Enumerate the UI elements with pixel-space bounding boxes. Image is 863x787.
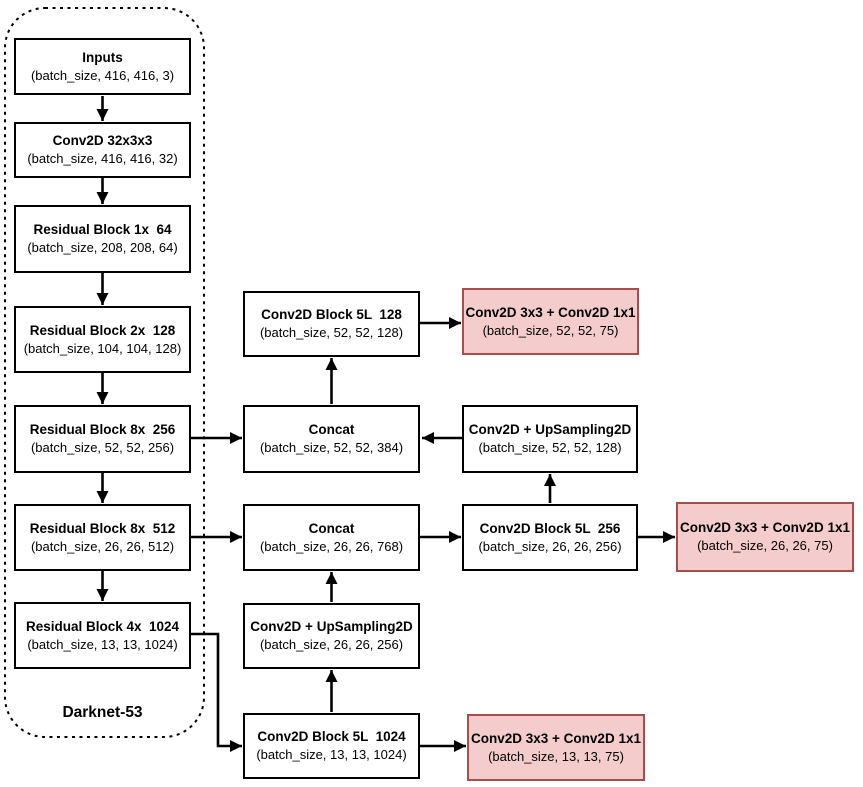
node-title: Conv2D Block 5L 128 [261,307,402,322]
node-title: Residual Block 2x 128 [29,322,176,338]
node-shape: (batch_size, 52, 52, 256) [30,440,175,455]
node-head-52x52: Conv2D 3x3 + Conv2D 1x1 (batch_size, 52,… [462,288,639,355]
node-title: Conv2D + UpSampling2D [250,619,413,634]
node-residual-block-4x-1024: Residual Block 4x 1024 (batch_size, 13, … [14,602,191,669]
node-title: Inputs [82,49,123,65]
node-shape: (batch_size, 52, 52, 384) [259,440,404,455]
node-shape: (batch_size, 416, 416, 32) [27,151,178,166]
node-title: Residual Block 8x 512 [29,520,176,536]
node-concat-52: Concat (batch_size, 52, 52, 384) [243,405,420,473]
node-shape: (batch_size, 208, 208, 64) [27,240,178,255]
node-conv2d-upsampling2d-26: Conv2D + UpSampling2D (batch_size, 26, 2… [243,603,420,669]
node-shape: (batch_size, 13, 13, 1024) [27,636,178,652]
node-shape: (batch_size, 104, 104, 128) [23,340,182,356]
node-residual-block-8x-256: Residual Block 8x 256 (batch_size, 52, 5… [14,405,191,473]
node-shape: (batch_size, 52, 52, 128) [259,325,404,340]
node-shape: (batch_size, 13, 13, 75) [488,748,624,764]
node-title: Conv2D 3x3 + Conv2D 1x1 [680,520,850,535]
node-conv2d-block-5l-128: Conv2D Block 5L 128 (batch_size, 52, 52,… [243,291,420,357]
node-concat-26: Concat (batch_size, 26, 26, 768) [243,504,420,571]
node-head-13x13: Conv2D 3x3 + Conv2D 1x1 (batch_size, 13,… [467,714,645,781]
node-shape: (batch_size, 26, 26, 256) [259,637,404,652]
node-shape: (batch_size, 26, 26, 256) [478,538,622,554]
node-conv2d-block-5l-256: Conv2D Block 5L 256 (batch_size, 26, 26,… [462,504,638,571]
node-shape: (batch_size, 26, 26, 768) [259,538,404,554]
node-conv2d-block-5l-1024: Conv2D Block 5L 1024 (batch_size, 13, 13… [243,713,420,779]
node-residual-block-2x-128: Residual Block 2x 128 (batch_size, 104, … [14,306,191,373]
node-residual-block-1x-64: Residual Block 1x 64 (batch_size, 208, 2… [14,205,191,273]
node-head-26x26: Conv2D 3x3 + Conv2D 1x1 (batch_size, 26,… [676,502,854,572]
backbone-group-outline [4,7,205,738]
node-inputs: Inputs (batch_size, 416, 416, 3) [14,38,191,95]
node-title: Conv2D 3x3 + Conv2D 1x1 [471,730,641,746]
node-title: Concat [308,422,355,437]
node-shape: (batch_size, 52, 52, 75) [482,322,619,338]
node-conv2d-32x3x3: Conv2D 32x3x3 (batch_size, 416, 416, 32) [14,122,191,178]
node-title: Conv2D + UpSampling2D [468,422,632,437]
node-title: Residual Block 8x 256 [29,422,176,437]
node-shape: (batch_size, 26, 26, 512) [30,538,175,554]
node-shape: (batch_size, 26, 26, 75) [697,538,833,553]
node-conv2d-upsampling2d-52: Conv2D + UpSampling2D (batch_size, 52, 5… [462,405,638,473]
backbone-group-label: Darknet-53 [62,704,143,721]
node-residual-block-8x-512: Residual Block 8x 512 (batch_size, 26, 2… [14,504,191,571]
node-shape: (batch_size, 416, 416, 3) [30,67,175,83]
node-title: Conv2D 3x3 + Conv2D 1x1 [465,304,636,320]
node-title: Residual Block 4x 1024 [25,618,180,634]
node-shape: (batch_size, 52, 52, 128) [478,440,622,455]
node-shape: (batch_size, 13, 13, 1024) [256,747,407,762]
node-title: Conv2D 32x3x3 [52,133,153,148]
node-title: Conv2D Block 5L 1024 [257,729,406,744]
node-title: Concat [308,520,355,536]
node-title: Conv2D Block 5L 256 [479,520,621,536]
node-title: Residual Block 1x 64 [33,222,172,237]
